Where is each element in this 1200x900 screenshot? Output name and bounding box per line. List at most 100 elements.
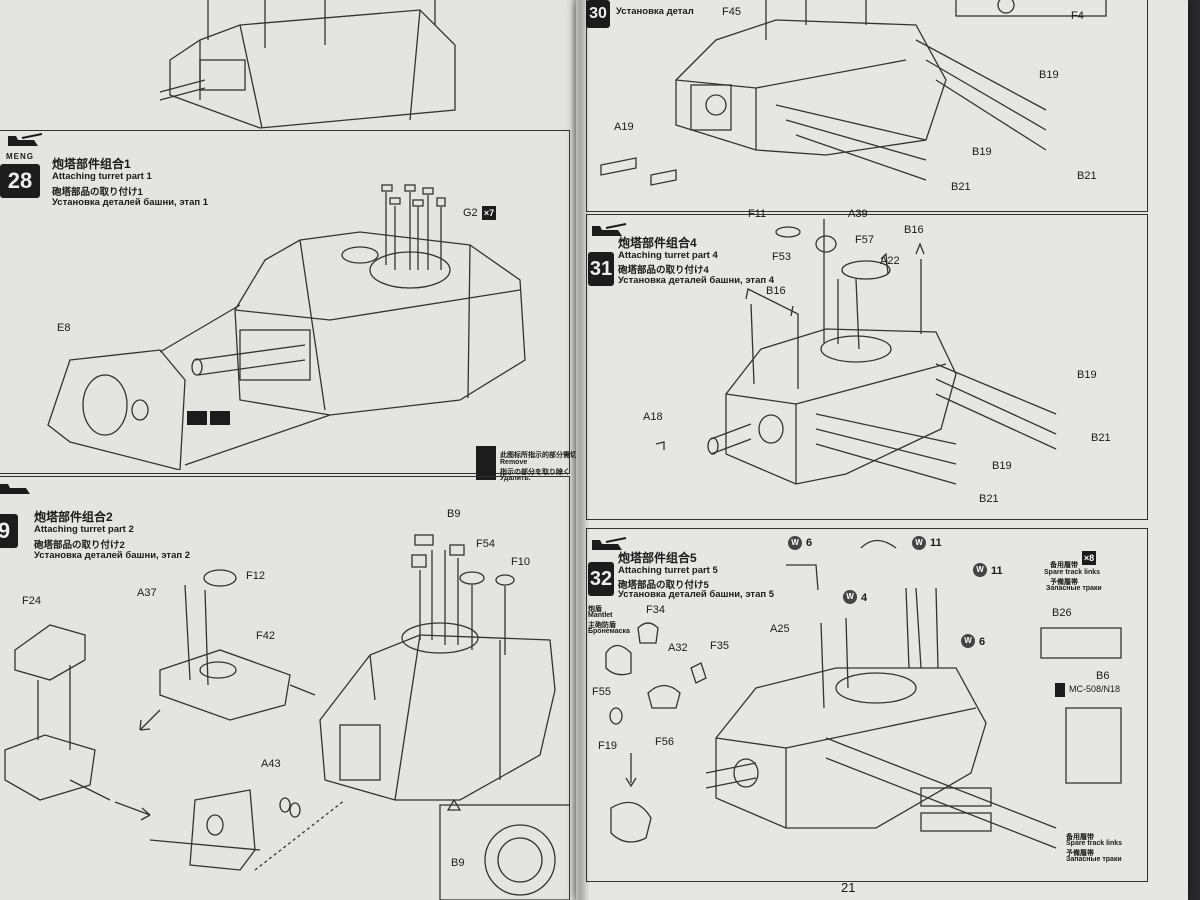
spare-track-ru: Запасные траки bbox=[1066, 856, 1122, 863]
part-label-f35: F35 bbox=[710, 640, 729, 652]
step-number: 31 bbox=[588, 252, 614, 286]
part-label-f34: F34 bbox=[646, 604, 665, 616]
brand-logo: MENG bbox=[6, 152, 34, 161]
remove-note-en: Remove bbox=[500, 459, 528, 466]
part-label-e8: E8 bbox=[57, 322, 71, 334]
step32-panel bbox=[586, 528, 1148, 882]
tank-icon bbox=[592, 537, 627, 550]
step-number: 30 bbox=[586, 0, 610, 28]
tank-icon bbox=[0, 484, 30, 494]
glue-icon bbox=[210, 411, 230, 425]
step-title-jp: 砲塔部品の取り付け1 bbox=[52, 187, 143, 198]
step32-drawing bbox=[605, 539, 1122, 849]
spare-track-cn: 备用履带 bbox=[1050, 562, 1078, 569]
part-label-a18: A18 bbox=[643, 411, 663, 423]
part-label-f11: F11 bbox=[748, 208, 767, 220]
spare-track-ru: Запасные траки bbox=[1046, 585, 1102, 592]
part-label-b21: B21 bbox=[1077, 170, 1097, 182]
book-fold bbox=[570, 0, 590, 900]
paint-code: 4 bbox=[861, 592, 868, 604]
step28-panel bbox=[0, 130, 570, 474]
step-title-cn: 炮塔部件组合4 bbox=[618, 236, 697, 250]
part-label-b9: B9 bbox=[447, 508, 461, 520]
paint-code-label: MC-508/N18 bbox=[1069, 684, 1121, 694]
paint-code-badge: W bbox=[912, 536, 926, 550]
quantity-badge: ×7 bbox=[482, 206, 496, 220]
part-label-f10: F10 bbox=[511, 556, 530, 568]
step-title-ru: Установка деталей башни, этап 4 bbox=[618, 275, 775, 286]
step-title-ru: Установка деталей башни, этап 2 bbox=[34, 550, 191, 561]
mantlet-label-ru: Бронемаска bbox=[588, 628, 630, 635]
part-label-b9-inset: B9 bbox=[451, 857, 465, 869]
part-label-b6: B6 bbox=[1096, 670, 1110, 682]
remove-icon bbox=[476, 446, 496, 480]
paint-code-badge: W bbox=[843, 590, 857, 604]
part-label-f24: F24 bbox=[22, 595, 41, 607]
step-number: 32 bbox=[588, 562, 614, 596]
part-label-f54: F54 bbox=[476, 538, 495, 550]
part-label-b21: B21 bbox=[979, 493, 999, 505]
part-label-f57: F57 bbox=[855, 234, 874, 246]
part-label-a39: A39 bbox=[848, 208, 868, 220]
paint-code: 11 bbox=[930, 537, 942, 549]
page-number: 21 bbox=[841, 880, 856, 895]
paint-code-badge: W bbox=[961, 634, 975, 648]
left-page: MENG 28 炮塔部件组合1 Attaching turret part 1 … bbox=[0, 0, 582, 900]
part-label-a43: A43 bbox=[261, 758, 281, 770]
tank-icon bbox=[592, 223, 627, 236]
step-title-ru: Установка деталей башни, этап 1 bbox=[52, 197, 209, 208]
part-label-b19: B19 bbox=[1039, 69, 1059, 81]
step29-drawing bbox=[4, 534, 570, 900]
step30-panel bbox=[586, 0, 1148, 212]
step29-panel bbox=[0, 476, 570, 900]
spare-track-jp: 予備履帯 bbox=[1050, 579, 1078, 586]
part-label-b19: B19 bbox=[992, 460, 1012, 472]
spare-track-cn: 备用履带 bbox=[1066, 834, 1094, 841]
mantlet-label-jp: 主砲防盾 bbox=[588, 622, 616, 629]
step-title-jp: 砲塔部品の取り付け2 bbox=[34, 540, 125, 551]
remove-note-jp: 指示の部分を取り除く bbox=[500, 469, 570, 476]
step30-drawing bbox=[600, 0, 1107, 186]
part-label-b19: B19 bbox=[1077, 369, 1097, 381]
mantlet-label-cn: 炮盾 bbox=[588, 606, 602, 613]
tank-icon bbox=[8, 133, 43, 146]
step-title-cn: 炮塔部件组合2 bbox=[34, 510, 113, 524]
remove-note-cn: 此图标所指示的部分需切除。 bbox=[500, 452, 582, 459]
mantlet-label-en: Mantlet bbox=[588, 612, 613, 619]
part-label-a37: A37 bbox=[137, 587, 157, 599]
step31-panel bbox=[586, 214, 1148, 520]
step31-drawing bbox=[655, 219, 1057, 485]
paint-code: 11 bbox=[991, 565, 1003, 577]
paint-icon bbox=[1055, 683, 1065, 697]
part-label-f4: F4 bbox=[1071, 10, 1084, 22]
part-label-b21: B21 bbox=[951, 181, 971, 193]
step-title-en: Attaching turret part 2 bbox=[34, 524, 134, 535]
part-label-f56: F56 bbox=[655, 736, 674, 748]
part-label-f53: F53 bbox=[772, 251, 791, 263]
remove-note-ru: Удалить. bbox=[500, 475, 531, 482]
step-title-jp: 砲塔部品の取り付け4 bbox=[618, 265, 709, 276]
step-title-en: Attaching turret part 1 bbox=[52, 171, 152, 182]
part-label-a19: A19 bbox=[614, 121, 634, 133]
paint-code: 6 bbox=[806, 537, 813, 549]
part-label-a32: A32 bbox=[668, 642, 688, 654]
step-number: 28 bbox=[0, 164, 40, 198]
spare-track-jp: 予備履帯 bbox=[1066, 850, 1094, 857]
part-label-b16: B16 bbox=[766, 285, 786, 297]
part-label-f19: F19 bbox=[598, 740, 617, 752]
step-title-en: Attaching turret part 5 bbox=[618, 565, 718, 576]
step-title-ru: Установка детал bbox=[616, 6, 694, 17]
part-label-b19: B19 bbox=[972, 146, 992, 158]
step-title-en: Attaching turret part 4 bbox=[618, 250, 718, 261]
paint-code: 6 bbox=[979, 636, 986, 648]
spare-track-en: Spare track links bbox=[1066, 840, 1123, 847]
part-label-f12: F12 bbox=[246, 570, 265, 582]
part-label-f55: F55 bbox=[592, 686, 611, 698]
part-label-a25: A25 bbox=[770, 623, 790, 635]
paint-icon bbox=[187, 411, 207, 425]
spare-track-en: Spare track links bbox=[1044, 569, 1101, 576]
step-number: 9 bbox=[0, 514, 18, 548]
part-label-b16: B16 bbox=[904, 224, 924, 236]
part-label-f45: F45 bbox=[722, 6, 741, 18]
step27-turret-drawing bbox=[159, 0, 456, 129]
